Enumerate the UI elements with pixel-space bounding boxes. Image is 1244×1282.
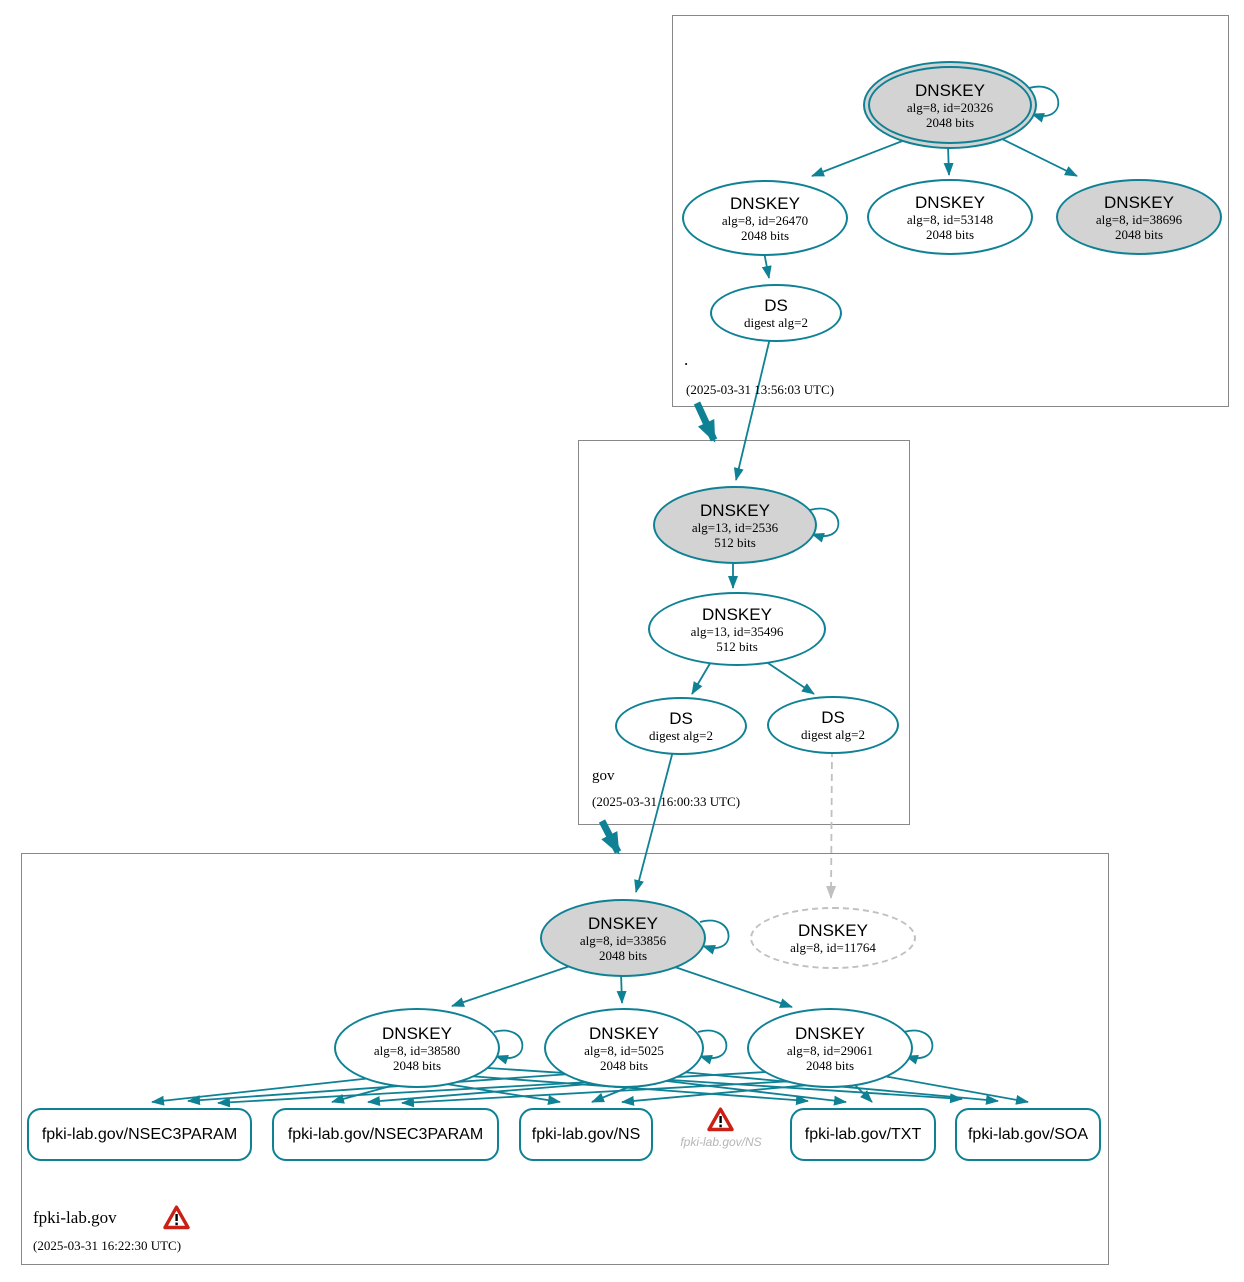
edge-fpki-zsk29061-selfloop [903,1029,934,1065]
node-detail: 2048 bits [1114,226,1164,242]
edge-gov-ds1-fpki-ksk [634,750,674,893]
edge-gov-zsk-ds1 [691,659,713,695]
node-detail: 512 bits [716,638,758,654]
warning-icon [707,1107,734,1132]
edge-zsk29061-ns [621,1083,821,1106]
node-detail: 2048 bits [740,227,790,243]
zone-timestamp-fpki: (2025-03-31 16:22:30 UTC) [33,1238,182,1253]
node-title: DNSKEY [795,1023,865,1043]
edge-zsk5025-nsec3param1 [187,1073,571,1106]
node-detail: digest alg=2 [648,728,714,743]
edge-root-zsk26470-ds [761,251,772,279]
node-detail: digest alg=2 [800,727,866,742]
dnskey-root-zsk-53148: DNSKEY alg=8, id=53148 2048 bits [867,179,1033,255]
rrset-label: fpki-lab.gov/NS [531,1125,641,1143]
node-detail: alg=8, id=38696 [1095,211,1183,227]
node-title: DS [821,708,845,727]
rrset-label: fpki-lab.gov/TXT [804,1125,922,1143]
node-detail: alg=8, id=53148 [906,211,994,227]
edge-root-ksk-zsk53148 [943,145,954,176]
node-detail: 2048 bits [925,226,975,242]
rrset-nsec3param-1: fpki-lab.gov/NSEC3PARAM [27,1108,252,1161]
node-detail: alg=8, id=33856 [579,932,667,948]
dnskey-root-zsk-38696: DNSKEY alg=8, id=38696 2048 bits [1056,179,1222,255]
dnskey-gov-zsk-35496: DNSKEY alg=13, id=35496 512 bits [648,592,826,666]
dnskey-fpki-ksk-33856: DNSKEY alg=8, id=33856 2048 bits [540,899,706,977]
node-detail: 2048 bits [599,1057,649,1073]
node-detail: 2048 bits [392,1057,442,1073]
dnskey-gov-ksk-2536: DNSKEY alg=13, id=2536 512 bits [653,486,817,564]
zone-box-root [672,15,1229,407]
node-detail: alg=8, id=29061 [786,1042,874,1058]
rrset-txt: fpki-lab.gov/TXT [790,1108,936,1161]
node-detail: alg=8, id=38580 [373,1042,461,1058]
rrset-soa: fpki-lab.gov/SOA [955,1108,1101,1161]
node-title: DNSKEY [1104,192,1174,212]
ksk-double-ring [868,66,1032,144]
node-detail: 512 bits [714,534,756,550]
dnskey-fpki-zsk-5025: DNSKEY alg=8, id=5025 2048 bits [544,1008,704,1088]
zone-timestamp-root: (2025-03-31 13:56:03 UTC) [686,382,835,397]
node-detail: alg=8, id=26470 [721,212,809,228]
zone-label-root: . [684,350,689,369]
dnskey-root-zsk-26470: DNSKEY alg=8, id=26470 2048 bits [682,180,848,256]
edge-fpki-zsk5025-selfloop [697,1029,728,1065]
node-title: DNSKEY [915,192,985,212]
node-title: DS [764,296,788,315]
zone-timestamp-gov: (2025-03-31 16:00:33 UTC) [592,794,741,809]
edge-fpki-zsk38580-selfloop [493,1029,524,1065]
edge-zsk29061-soa [877,1074,1029,1105]
rrset-label: fpki-lab.gov/NSEC3PARAM [287,1125,484,1143]
edge-zsk29061-nsec3param2 [401,1080,795,1108]
zone-box-fpki-lab-gov [21,853,1109,1265]
node-title: DNSKEY [589,1023,659,1043]
edge-fpki-ksk-selfloop [699,919,730,955]
node-detail: alg=13, id=35496 [690,623,784,639]
node-detail: 2048 bits [598,947,648,963]
rrset-nsec3param-2: fpki-lab.gov/NSEC3PARAM [272,1108,499,1161]
dnskey-fpki-missing-11764: DNSKEY alg=8, id=11764 [750,907,916,969]
dnskey-root-ksk-20326: DNSKEY alg=8, id=20326 2048 bits [863,61,1037,149]
node-detail: alg=8, id=5025 [584,1042,664,1058]
node-title: DNSKEY [700,500,770,520]
edge-gov-zsk-ds2 [761,658,815,695]
rrset-ns-warned-label: fpki-lab.gov/NS [680,1135,762,1149]
edge-root-ksk-zsk38696 [995,135,1078,177]
rrset-ns: fpki-lab.gov/NS [519,1108,653,1161]
edge-zonecut-root-gov [693,401,718,443]
edge-zonecut-gov-fpki [598,819,622,855]
zone-label-fpki: fpki-lab.gov [33,1208,117,1227]
zone-box-gov [578,440,910,825]
node-title: DNSKEY [798,921,868,940]
node-detail: alg=8, id=11764 [790,940,876,955]
edge-fpki-ksk-zsk29061 [665,963,793,1008]
node-title: DS [669,709,693,728]
dnskey-fpki-zsk-29061: DNSKEY alg=8, id=29061 2048 bits [747,1008,913,1088]
node-title: DNSKEY [588,913,658,933]
ds-gov-1: DS digest alg=2 [615,697,747,755]
ds-root: DS digest alg=2 [710,284,842,342]
node-detail: 2048 bits [805,1057,855,1073]
ds-gov-2: DS digest alg=2 [767,696,899,754]
edge-root-ds-gov-ksk [733,337,771,481]
zone-label-gov: gov [592,768,615,784]
edge-gov-ds2-missing-key-dashed [826,749,837,899]
edge-root-ksk-selfloop [1028,85,1060,123]
edge-fpki-ksk-zsk38580 [451,963,577,1007]
edge-gov-ksk-selfloop [809,507,840,543]
rrset-label: fpki-lab.gov/SOA [967,1125,1089,1143]
edge-zsk38580-txt [467,1075,809,1106]
edge-zsk38580-ns [439,1082,561,1106]
node-detail: alg=13, id=2536 [691,519,779,535]
node-title: DNSKEY [382,1023,452,1043]
node-title: DNSKEY [702,604,772,624]
rrset-label: fpki-lab.gov/NSEC3PARAM [41,1125,238,1143]
zone-warning-icon [163,1205,190,1230]
node-detail: digest alg=2 [743,315,809,330]
edge-root-ksk-zsk26470 [811,139,906,177]
edge-fpki-ksk-zsk5025 [616,972,627,1004]
node-title: DNSKEY [730,193,800,213]
dnskey-fpki-zsk-38580: DNSKEY alg=8, id=38580 2048 bits [334,1008,500,1088]
